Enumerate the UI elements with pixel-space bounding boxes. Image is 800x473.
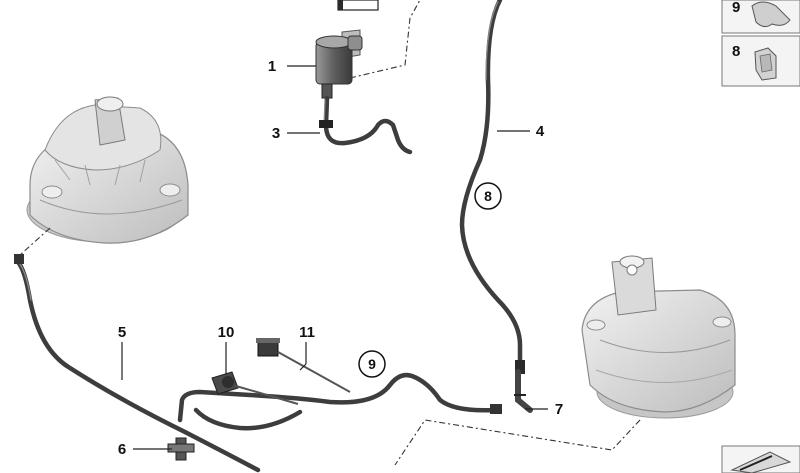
callout-7: 7 — [555, 401, 563, 418]
bracket-part-10 — [211, 371, 299, 405]
thumbnail-part-8: 8 — [721, 35, 800, 87]
leader-lines — [121, 65, 548, 450]
circled-callout-9-label: 9 — [368, 356, 376, 372]
hose-part-9 — [177, 372, 502, 431]
thumbnail-bottom-right — [721, 445, 800, 473]
solenoid-valve-part-1 — [315, 0, 379, 99]
circled-callout-8: 8 — [474, 182, 502, 210]
t-connector-part-6 — [167, 437, 195, 461]
thumbnail-8-label: 8 — [732, 43, 740, 60]
callout-4: 4 — [536, 123, 545, 140]
callout-10: 10 — [218, 324, 235, 341]
thumbnail-part-9: 9 — [721, 0, 800, 34]
engine-mount-right — [581, 255, 736, 419]
callout-11: 11 — [299, 324, 315, 341]
hose-part-3 — [319, 95, 413, 155]
assembly-lines — [19, 0, 641, 466]
callout-5: 5 — [118, 324, 126, 341]
callout-3: 3 — [272, 125, 280, 142]
elbow-connector-part-7 — [514, 369, 533, 413]
callout-6: 6 — [118, 441, 126, 458]
circled-callout-8-label: 8 — [484, 188, 492, 204]
callout-1: 1 — [268, 58, 276, 75]
hose-part-5 — [14, 254, 261, 473]
thumbnail-9-label: 9 — [732, 0, 740, 16]
engine-mount-left — [26, 96, 189, 244]
cable-tie-part-11 — [256, 338, 351, 393]
circled-callout-9: 9 — [358, 350, 386, 378]
hose-part-4 — [459, 0, 525, 374]
